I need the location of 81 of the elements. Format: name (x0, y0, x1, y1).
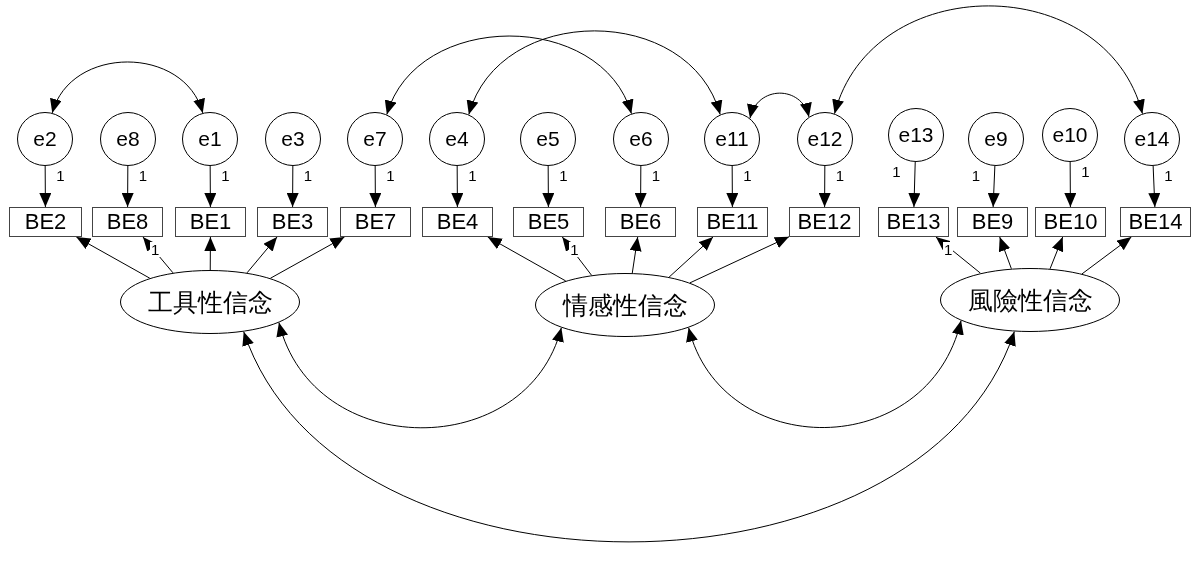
edge-label: 1 (942, 242, 954, 257)
arrow (204, 236, 217, 271)
arrow (689, 236, 790, 284)
error-circle: e13 (888, 108, 944, 162)
variable-box: BE4 (422, 207, 493, 237)
error-circle: e14 (1124, 112, 1180, 166)
variable-box: BE2 (9, 207, 82, 237)
error-circle: e3 (265, 112, 321, 166)
error-circle: e4 (429, 112, 485, 166)
error-circle: e8 (100, 112, 156, 166)
arrow (629, 236, 642, 274)
arrow (542, 165, 555, 208)
edge-label: 1 (467, 168, 478, 183)
variable-box: BE8 (92, 207, 163, 237)
arrow (1148, 165, 1161, 208)
curved-double-arrow (468, 30, 721, 116)
edge-label: 1 (834, 168, 846, 183)
error-circle: e7 (347, 112, 403, 166)
curved-double-arrow (834, 5, 1143, 115)
curved-double-arrow (278, 322, 562, 429)
arrow (998, 236, 1012, 270)
edge-label: 1 (220, 168, 231, 183)
error-circle: e12 (797, 112, 853, 166)
factor-ellipse: 情感性信念 (535, 273, 715, 337)
variable-box: BE7 (340, 207, 411, 237)
variable-box: BE13 (878, 207, 949, 237)
error-circle: e2 (17, 112, 73, 166)
edge-label: 1 (385, 168, 396, 183)
curved-double-arrow (687, 320, 962, 428)
edge-label: 1 (302, 168, 314, 183)
error-circle: e6 (613, 112, 669, 166)
arrow (121, 165, 134, 208)
variable-box: BE6 (605, 207, 676, 237)
arrow (286, 165, 299, 208)
curved-double-arrow (51, 61, 204, 114)
variable-box: BE10 (1035, 207, 1106, 237)
edge-label: 1 (55, 168, 66, 183)
arrow (987, 165, 1000, 208)
curved-double-arrow (243, 331, 1015, 543)
variable-box: BE3 (257, 207, 328, 237)
edge-label: 1 (569, 242, 580, 257)
arrow (818, 165, 831, 208)
variable-box: BE1 (175, 207, 246, 237)
edge-label: 1 (149, 242, 161, 257)
variable-box: BE14 (1120, 207, 1191, 237)
error-circle: e1 (182, 112, 238, 166)
edge-label: 1 (137, 168, 149, 183)
edge-label: 1 (558, 168, 569, 183)
variable-box: BE5 (513, 207, 584, 237)
error-circle: e5 (520, 112, 576, 166)
arrow (1049, 236, 1064, 270)
curved-double-arrow (386, 35, 632, 116)
arrow (561, 236, 593, 276)
edge-label: 1 (891, 164, 902, 179)
arrow (269, 236, 345, 279)
edge-label: 1 (1080, 164, 1091, 179)
arrow (75, 236, 151, 279)
arrow (369, 165, 382, 208)
arrow (1081, 236, 1132, 275)
variable-box: BE11 (697, 207, 768, 237)
error-circle: e9 (968, 112, 1024, 166)
edge-label: 1 (742, 168, 753, 183)
arrow (487, 236, 567, 282)
variable-box: BE12 (789, 207, 860, 237)
error-circle: e11 (704, 112, 760, 166)
arrow (39, 165, 52, 208)
edge-label: 1 (650, 168, 662, 183)
arrow (204, 165, 217, 208)
arrow (1064, 161, 1077, 208)
error-circle: e10 (1042, 108, 1098, 162)
arrow (634, 165, 647, 208)
arrow (451, 165, 464, 208)
arrow (246, 236, 278, 274)
arrow (668, 236, 714, 278)
factor-ellipse: 工具性信念 (120, 270, 300, 334)
curved-double-arrow (748, 92, 811, 119)
arrow (935, 236, 982, 274)
arrow (726, 165, 739, 208)
variable-box: BE9 (957, 207, 1028, 237)
factor-ellipse: 風險性信念 (940, 268, 1120, 332)
arrow (908, 161, 921, 208)
